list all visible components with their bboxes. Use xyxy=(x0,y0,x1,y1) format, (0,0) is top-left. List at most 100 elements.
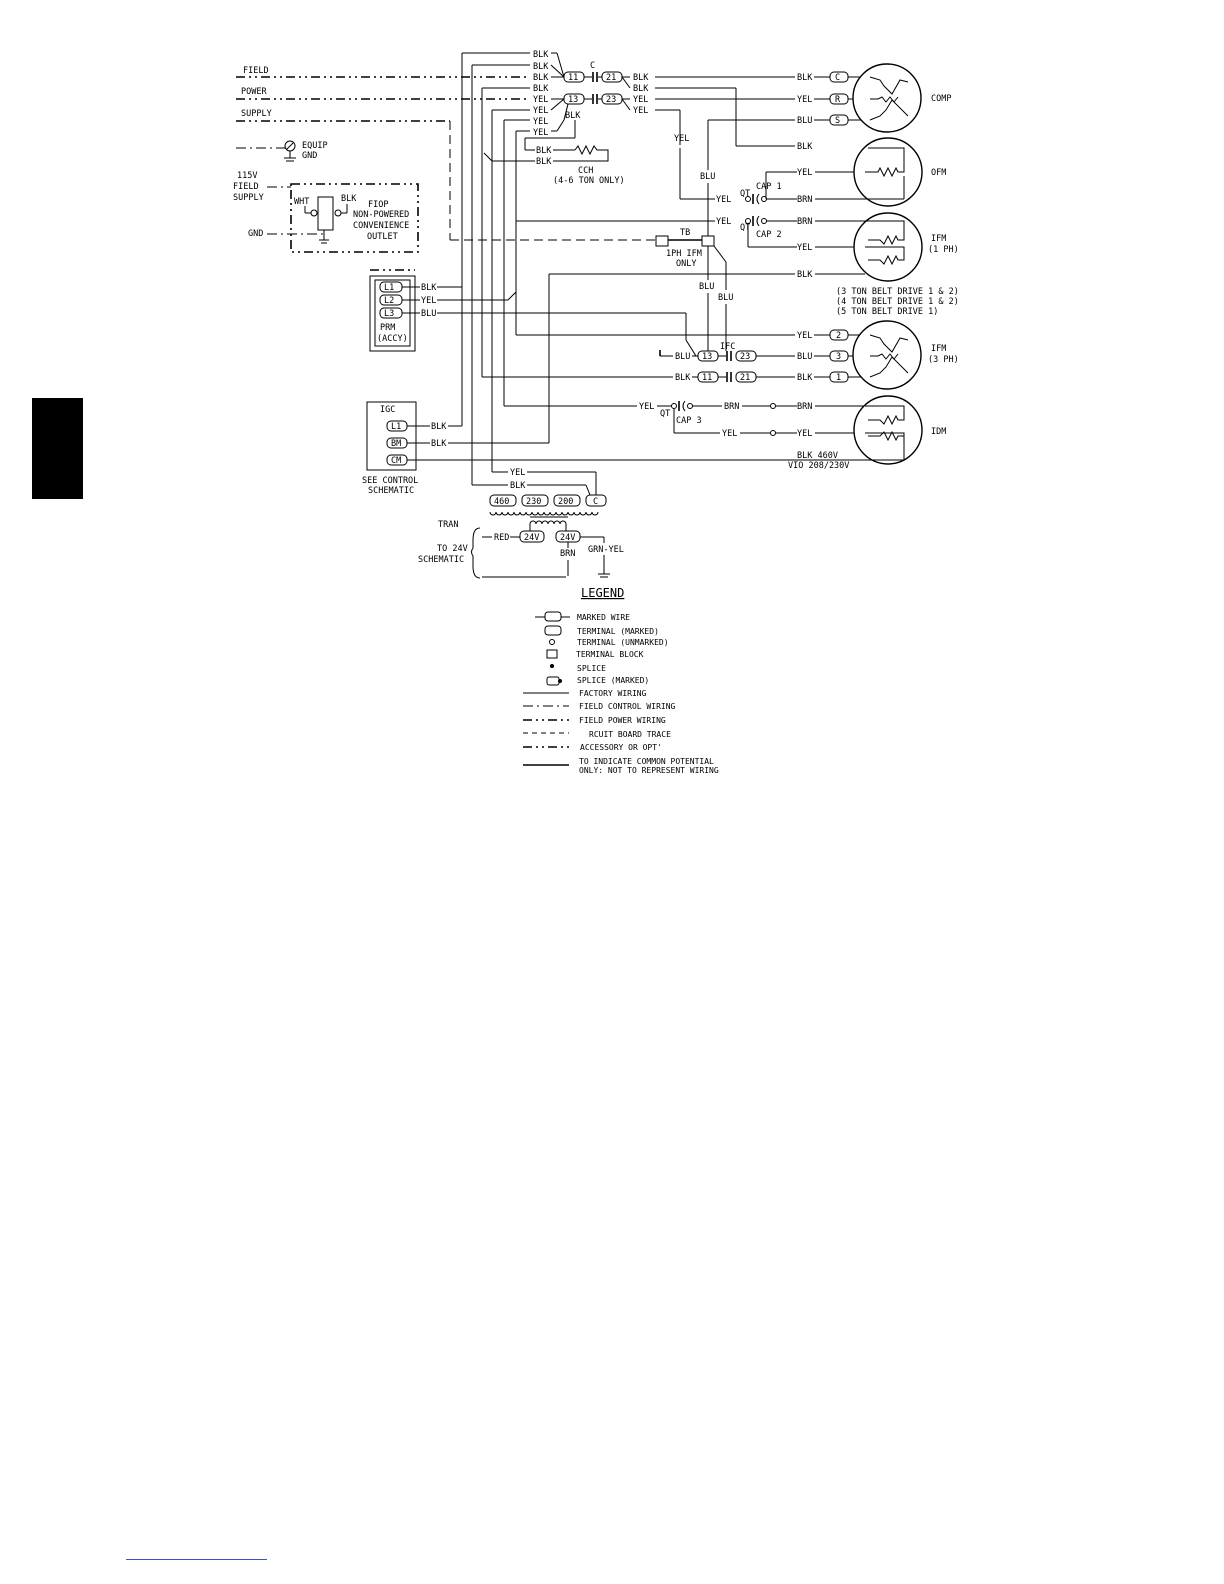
legend: LEGEND MARKED WIRE TERMINAL (MARKED) TER… xyxy=(523,586,719,775)
svg-text:RCUIT BOARD TRACE: RCUIT BOARD TRACE xyxy=(589,730,671,739)
svg-text:BLU: BLU xyxy=(797,116,812,126)
svg-text:IGC: IGC xyxy=(380,405,395,415)
svg-text:(1 PH): (1 PH) xyxy=(928,245,959,255)
svg-text:IDM: IDM xyxy=(931,427,946,437)
supply-label: SUPPLY xyxy=(241,109,272,119)
svg-text:(4-6 TON ONLY): (4-6 TON ONLY) xyxy=(553,176,625,186)
equip-label: EQUIP xyxy=(302,141,328,151)
outlet-supply-label: SUPPLY xyxy=(233,193,264,203)
tb-terminal-icon xyxy=(701,235,715,247)
svg-text:TO INDICATE COMMON POTENTIAL: TO INDICATE COMMON POTENTIAL xyxy=(579,757,714,766)
svg-text:BRN: BRN xyxy=(724,402,739,412)
svg-text:PRM: PRM xyxy=(380,323,395,333)
svg-text:BLK: BLK xyxy=(421,283,437,293)
svg-text:TO 24V: TO 24V xyxy=(437,544,468,554)
svg-text:460: 460 xyxy=(494,497,509,507)
outlet-name-1: FIOP xyxy=(368,200,388,210)
svg-text:TERMINAL (UNMARKED): TERMINAL (UNMARKED) xyxy=(577,638,669,647)
svg-text:24V: 24V xyxy=(560,533,575,543)
svg-text:COMP: COMP xyxy=(931,94,951,104)
svg-text:YEL: YEL xyxy=(533,106,548,116)
svg-text:YEL: YEL xyxy=(633,106,648,116)
outlet-receptacle-icon xyxy=(317,196,334,231)
svg-text:BLK: BLK xyxy=(533,73,549,83)
svg-text:TERMINAL BLOCK: TERMINAL BLOCK xyxy=(576,650,644,659)
svg-text:FACTORY WIRING: FACTORY WIRING xyxy=(579,689,647,698)
svg-text:3: 3 xyxy=(836,352,841,362)
outlet-name-3: CONVENIENCE xyxy=(353,221,409,231)
wire-trunk xyxy=(461,52,795,486)
svg-text:BLK: BLK xyxy=(565,111,581,121)
svg-text:YEL: YEL xyxy=(797,331,812,341)
svg-text:(5 TON BELT DRIVE 1): (5 TON BELT DRIVE 1) xyxy=(836,307,938,317)
svg-text:13: 13 xyxy=(702,352,712,362)
svg-text:21: 21 xyxy=(606,73,616,83)
svg-text:TERMINAL (MARKED): TERMINAL (MARKED) xyxy=(577,627,659,636)
tb-terminal-icon xyxy=(655,235,669,247)
svg-text:21: 21 xyxy=(740,373,750,383)
svg-text:200: 200 xyxy=(558,497,573,507)
svg-text:IFC: IFC xyxy=(720,342,735,352)
svg-text:BM: BM xyxy=(391,439,401,449)
svg-text:YEL: YEL xyxy=(716,195,731,205)
svg-text:SEE CONTROL: SEE CONTROL xyxy=(362,476,418,486)
section-tab xyxy=(32,398,83,499)
svg-text:BLK: BLK xyxy=(797,142,813,152)
svg-text:(3 PH): (3 PH) xyxy=(928,355,959,365)
svg-text:BLK: BLK xyxy=(797,73,813,83)
svg-text:BLK: BLK xyxy=(533,62,549,72)
svg-text:YEL: YEL xyxy=(797,243,812,253)
outlet-name-4: OUTLET xyxy=(367,232,398,242)
svg-text:C: C xyxy=(593,497,598,507)
svg-text:L2: L2 xyxy=(384,296,394,306)
svg-text:FIELD POWER WIRING: FIELD POWER WIRING xyxy=(579,716,666,725)
svg-text:C: C xyxy=(835,73,840,83)
svg-text:BRN: BRN xyxy=(797,402,812,412)
svg-text:RED: RED xyxy=(494,533,509,543)
legend-title: LEGEND xyxy=(581,586,624,600)
svg-text:23: 23 xyxy=(606,95,616,105)
inducer-motor: YEL QT CAP 3 BRN BRN YEL YEL IDM BLK 460… xyxy=(639,395,946,471)
svg-text:SCHEMATIC: SCHEMATIC xyxy=(368,486,414,496)
svg-text:BLK: BLK xyxy=(797,270,813,280)
svg-text:ONLY: NOT TO REPRESENT WIRING: ONLY: NOT TO REPRESENT WIRING xyxy=(579,766,719,775)
convenience-outlet: 115V FIELD SUPPLY GND WHT BLK FIOP NON-P… xyxy=(233,171,419,253)
svg-text:ACCESSORY OR OPT': ACCESSORY OR OPT' xyxy=(580,743,662,752)
svg-text:MARKED WIRE: MARKED WIRE xyxy=(577,613,630,622)
field-power-supply: FIELD POWER SUPPLY EQUIP GND xyxy=(236,66,658,241)
svg-text:GRN-YEL: GRN-YEL xyxy=(588,545,624,555)
svg-text:BLU: BLU xyxy=(421,309,436,319)
idm-motor-icon xyxy=(853,395,923,465)
svg-text:L3: L3 xyxy=(384,309,394,319)
svg-text:BLK: BLK xyxy=(633,84,649,94)
svg-text:L1: L1 xyxy=(391,422,401,432)
comp-motor-icon xyxy=(852,63,922,133)
field-label: FIELD xyxy=(243,66,269,76)
svg-text:YEL: YEL xyxy=(797,429,812,439)
svg-text:BLK: BLK xyxy=(533,84,549,94)
svg-text:(4 TON BELT DRIVE 1 & 2): (4 TON BELT DRIVE 1 & 2) xyxy=(836,297,959,307)
svg-text:230: 230 xyxy=(526,497,541,507)
svg-text:YEL: YEL xyxy=(510,468,525,478)
svg-text:BLK: BLK xyxy=(797,373,813,383)
svg-text:(ACCY): (ACCY) xyxy=(377,334,408,344)
svg-text:YEL: YEL xyxy=(797,95,812,105)
svg-text:BLK: BLK xyxy=(431,422,447,432)
svg-text:YEL: YEL xyxy=(533,128,548,138)
svg-text:BLK: BLK xyxy=(536,146,552,156)
svg-text:BLK 460V: BLK 460V xyxy=(797,451,838,461)
svg-text:11: 11 xyxy=(702,373,712,383)
outlet-gnd-label: GND xyxy=(248,229,263,239)
svg-text:YEL: YEL xyxy=(421,296,436,306)
svg-text:24V: 24V xyxy=(524,533,539,543)
svg-text:S: S xyxy=(835,116,840,126)
outlet-wht-label: WHT xyxy=(294,197,309,207)
svg-text:BLU: BLU xyxy=(675,352,690,362)
svg-text:YEL: YEL xyxy=(633,95,648,105)
prm-module: L1 L2 L3 PRM (ACCY) BLK YEL BLU xyxy=(369,269,697,357)
svg-text:C: C xyxy=(590,61,595,71)
svg-text:TRAN: TRAN xyxy=(438,520,458,530)
svg-text:IFM: IFM xyxy=(931,344,946,354)
svg-text:BLK: BLK xyxy=(533,50,549,60)
